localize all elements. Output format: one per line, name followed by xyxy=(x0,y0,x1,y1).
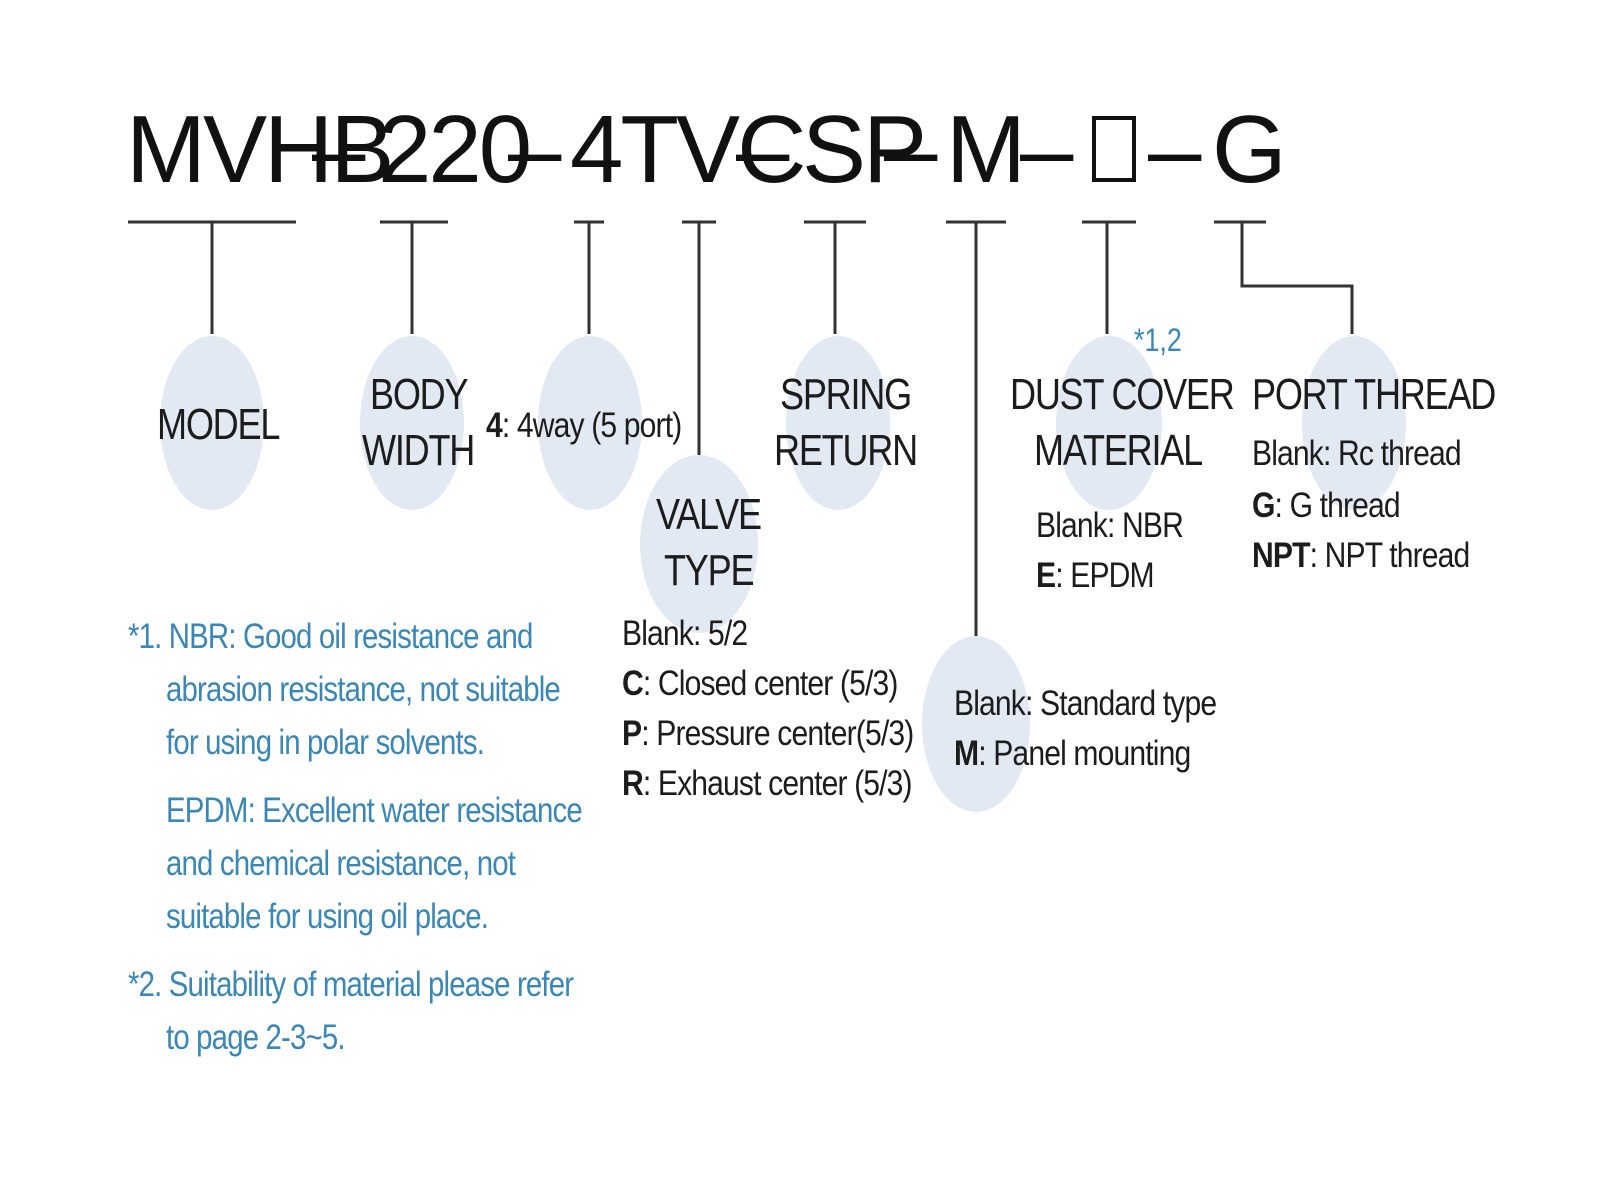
code-segment-mounting: M xyxy=(946,96,1026,203)
code-separator: – xyxy=(1148,96,1202,203)
footnote-1-line4: EPDM: Excellent water resistance xyxy=(166,791,583,830)
footnote-1-line3: for using in polar solvents. xyxy=(166,723,485,762)
dust-cover-option-e: E: EPDM xyxy=(1036,556,1155,595)
label-ports: 4: 4way (5 port) xyxy=(486,400,682,451)
bubble-valve-type xyxy=(640,455,758,633)
valve-option-p: P: Pressure center(5/3) xyxy=(622,714,914,753)
footnote-1-line1: *1. NBR: Good oil resistance and xyxy=(128,617,533,656)
bubble-ports xyxy=(538,336,642,510)
code-segment-port-thread: G xyxy=(1212,96,1287,203)
label-port-thread: PORT THREAD xyxy=(1252,370,1496,419)
footnote-1-line6: suitable for using oil place. xyxy=(166,897,489,936)
valve-option-r: R: Exhaust center (5/3) xyxy=(622,764,913,803)
label-body-width-line1: BODY xyxy=(370,370,469,419)
dust-cover-note-ref: *1,2 xyxy=(1134,322,1182,358)
label-dust-cover-line2: MATERIAL xyxy=(1034,426,1203,475)
bubble-model xyxy=(160,336,264,510)
valve-option-c: C: Closed center (5/3) xyxy=(622,664,898,703)
valve-option-blank: Blank: 5/2 xyxy=(622,614,748,653)
mounting-option-m: M: Panel mounting xyxy=(954,734,1191,773)
footnote-2-line1: *2. Suitability of material please refer xyxy=(128,965,574,1004)
port-thread-option-npt: NPT: NPT thread xyxy=(1252,536,1470,575)
bubble-port-thread xyxy=(1302,336,1406,510)
code-separator: – xyxy=(736,96,790,203)
code-separator: – xyxy=(312,96,366,203)
code-blank-box xyxy=(1092,116,1136,182)
code-segment-body-width: 220 xyxy=(378,96,532,203)
label-valve-type-line1: VALVE xyxy=(656,490,762,539)
ports-key: 4 xyxy=(486,406,503,445)
label-dust-cover-line1: DUST COVER xyxy=(1010,370,1235,419)
footnote-1-line2: abrasion resistance, not suitable xyxy=(166,670,561,709)
label-body-width-line2: WIDTH xyxy=(362,426,475,475)
bubble-mounting xyxy=(922,636,1030,812)
code-segment-spring: SP xyxy=(802,96,927,203)
code-separator: – xyxy=(884,96,938,203)
port-thread-option-g: G: G thread xyxy=(1252,486,1401,525)
bubble-dust-cover xyxy=(1056,336,1162,510)
code-separator: – xyxy=(508,96,562,203)
mounting-option-blank: Blank: Standard type xyxy=(954,684,1217,723)
dust-cover-option-blank: Blank: NBR xyxy=(1036,506,1184,545)
stem-port-thread xyxy=(1240,222,1354,334)
bubble-body-width xyxy=(360,336,464,510)
port-thread-option-blank: Blank: Rc thread xyxy=(1252,434,1462,473)
ports-text: : 4way (5 port) xyxy=(501,406,682,445)
bubble-spring-return xyxy=(786,336,890,510)
label-spring-return-line2: RETURN xyxy=(774,426,918,475)
code-segment-valve: 4TVC xyxy=(570,96,806,203)
label-model: MODEL xyxy=(157,400,280,449)
code-separator: – xyxy=(1020,96,1074,203)
label-valve-type-line2: TYPE xyxy=(664,546,755,595)
code-segment-series: MVHB xyxy=(126,96,394,203)
label-spring-return-line1: SPRING xyxy=(780,370,912,419)
footnote-2-line2: to page 2-3~5. xyxy=(166,1018,346,1057)
footnote-1-line5: and chemical resistance, not xyxy=(166,844,516,883)
